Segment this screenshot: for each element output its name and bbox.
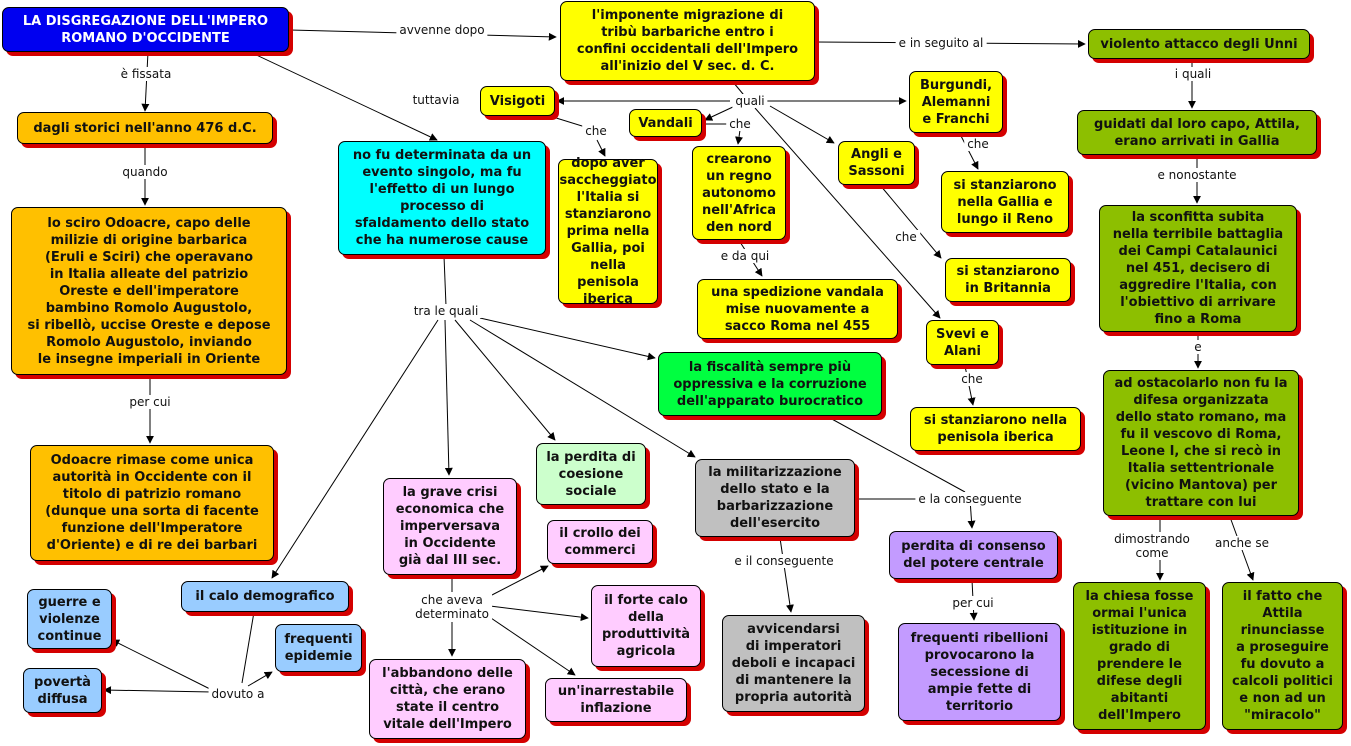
link-e-fissata: è fissata [117, 67, 175, 81]
node-fiscalita: la fiscalità sempre più oppressiva e la … [658, 352, 882, 416]
link-per-cui-1: per cui [126, 395, 174, 409]
link-per-cui-2: per cui [949, 596, 997, 610]
node-unni: violento attacco degli Unni [1088, 29, 1310, 59]
node-visigoti: Visigoti [480, 86, 555, 116]
link-e-nonostante: e nonostante [1154, 168, 1240, 182]
link-e: e [1191, 340, 1205, 354]
node-spedizione: una spedizione vandala mise nuovamente a… [697, 279, 898, 339]
link-tuttavia: tuttavia [409, 93, 463, 107]
node-catalaunici: la sconfitta subita nella terribile batt… [1099, 205, 1297, 332]
link-quali-1: quali [732, 94, 768, 108]
node-britannia: si stanziarono in Britannia [945, 258, 1071, 302]
link-che-burgundi: che [964, 137, 992, 151]
link-che-aveva: che aveva determinato [412, 593, 492, 621]
node-migrazione: l'imponente migrazione di tribù barbaric… [560, 1, 815, 81]
node-leone: ad ostacolarlo non fu la difesa organizz… [1103, 370, 1299, 516]
node-coesione: la perdita di coesione sociale [536, 443, 646, 505]
node-odoacre: lo sciro Odoacre, capo delle milizie di … [11, 207, 287, 375]
link-che-svevi: che [958, 372, 986, 386]
link-che-angli: che [892, 230, 920, 244]
node-produttivita: il forte calo della produttività agricol… [591, 585, 701, 667]
link-e-in-seguito: e in seguito al [895, 36, 987, 50]
node-demografico: il calo demografico [181, 581, 349, 612]
link-che-visigoti: che [582, 124, 610, 138]
node-burgundi: Burgundi, Alemanni e Franchi [909, 71, 1003, 133]
node-ribellioni: frequenti ribellioni provocarono la sece… [898, 623, 1061, 721]
node-visigoti-desc: dopo aver saccheggiato l'Italia si stanz… [558, 156, 658, 307]
node-poverta: povertà diffusa [23, 668, 102, 713]
link-tra-le-quali: tra le quali [410, 304, 482, 318]
node-guerre: guerre e violenze continue [27, 589, 112, 649]
link-dovuto-a: dovuto a [208, 687, 268, 701]
node-patrizio: Odoacre rimase come unica autorità in Oc… [30, 445, 274, 561]
node-crisi: la grave crisi economica che imperversav… [383, 478, 517, 575]
node-imperatori: avvicendarsi di imperatori deboli e inca… [722, 615, 865, 712]
node-attila: guidati dal loro capo, Attila, erano arr… [1077, 110, 1317, 155]
node-angli: Angli e Sassoni [838, 141, 915, 185]
node-gallia-reno: si stanziarono nella Gallia e lungo il R… [941, 171, 1069, 233]
node-miracolo: il fatto che Attila rinunciasse a proseg… [1222, 582, 1343, 730]
node-consenso: perdita di consenso del potere centrale [889, 531, 1058, 579]
link-e-la-conseguente: e la conseguente [915, 492, 1025, 506]
node-chiesa: la chiesa fosse ormai l'unica istituzion… [1073, 582, 1206, 730]
node-epidemie: frequenti epidemie [275, 624, 362, 672]
node-militarizzazione: la militarizzazione dello stato e la bar… [695, 459, 855, 537]
link-e-da-qui: e da qui [717, 249, 773, 263]
node-evento: no fu determinata da un evento singolo, … [338, 141, 546, 255]
node-inflazione: un'inarrestabile inflazione [545, 678, 687, 722]
link-che-vandali: che [726, 117, 754, 131]
link-i-quali: i quali [1171, 67, 1215, 81]
node-commerci: il crollo dei commerci [547, 520, 653, 564]
node-iberica: si stanziarono nella penisola iberica [910, 407, 1081, 451]
link-avvenne-dopo: avvenne dopo [396, 23, 488, 37]
node-citta: l'abbandono delle città, che erano state… [369, 659, 526, 739]
link-anche-se: anche se [1212, 536, 1272, 550]
link-e-il-conseguente: e il conseguente [731, 554, 837, 568]
link-dimostrando: dimostrando come [1111, 532, 1193, 560]
link-quando: quando [119, 165, 171, 179]
node-storici: dagli storici nell'anno 476 d.C. [17, 112, 273, 144]
node-svevi: Svevi e Alani [926, 320, 999, 365]
node-vandali-desc: crearono un regno autonomo nell'Africa d… [692, 146, 786, 240]
title-node: LA DISGREGAZIONE DELL'IMPERO ROMANO D'OC… [2, 7, 289, 52]
node-vandali: Vandali [629, 109, 702, 137]
